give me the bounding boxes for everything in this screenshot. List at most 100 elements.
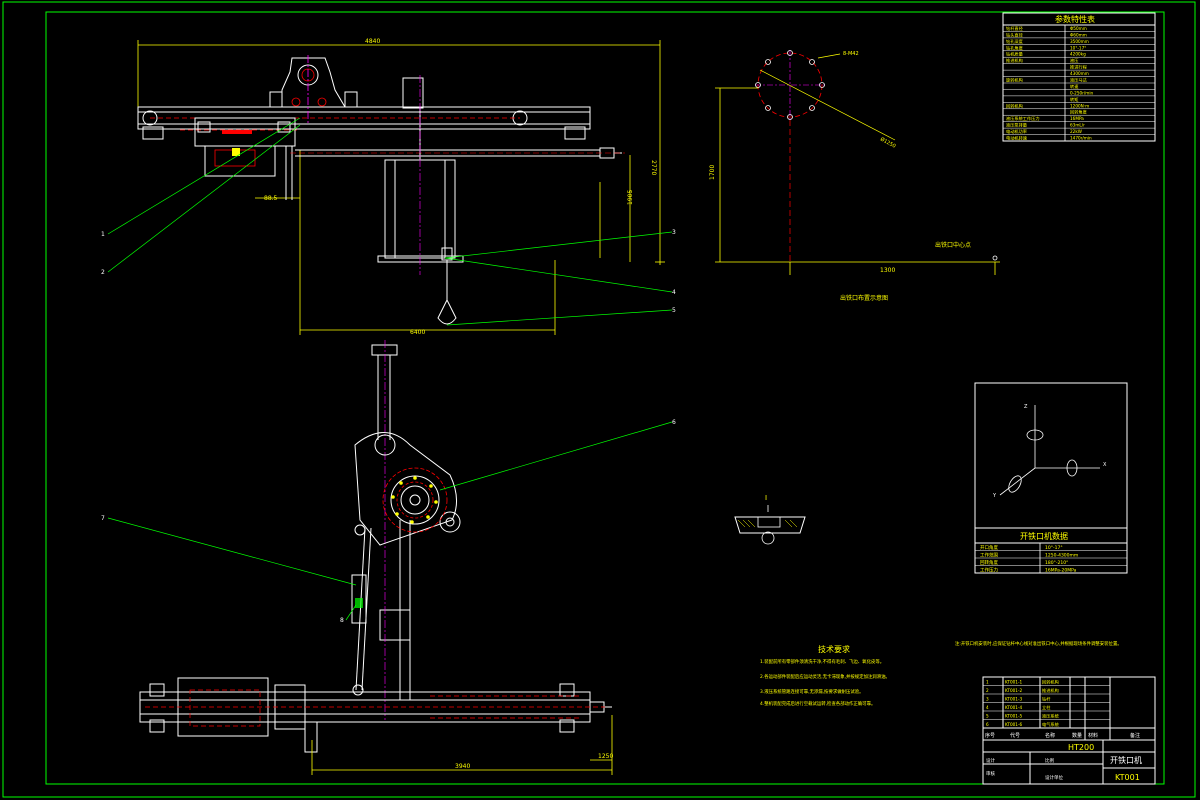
tb-header-qty: 数量 xyxy=(1072,732,1082,739)
tb-header-no: 序号 xyxy=(985,732,995,739)
tb-checker: 审核 xyxy=(986,770,995,777)
param-row-value: Φ50mm xyxy=(1070,26,1087,31)
balloon-5: 5 xyxy=(672,307,676,314)
param-table-title: 参数特性表 xyxy=(1055,14,1095,24)
front-view: 4840 2770 1905 88.5 6400 xyxy=(137,38,665,336)
coord-row-value: 1250-4300mm xyxy=(1045,553,1078,559)
tb-header-code: 代号 xyxy=(1010,732,1020,739)
tb-row-name: 液压系统 xyxy=(1042,713,1059,720)
param-row-key: 推进机构 xyxy=(1006,57,1023,64)
tb-row-name: 钻杆 xyxy=(1042,696,1051,703)
balloon-3: 3 xyxy=(672,229,676,236)
circle-diameter-label: Ø1250 xyxy=(879,136,897,150)
note-2: 2.各运动部件装配后应运动灵活,无卡滞现象,并按规定加注润滑油。 xyxy=(760,673,890,680)
base-frame xyxy=(139,677,612,753)
param-row-value: 推进行程 xyxy=(1070,64,1088,71)
coord-row-key: 工作范围 xyxy=(980,552,998,559)
axis-x-label: X xyxy=(1103,462,1107,468)
param-row-key: 电动机功率 xyxy=(1006,128,1027,135)
balloon-labels: 1 2 3 4 5 6 7 8 xyxy=(101,229,676,624)
param-row-key: 回转机构 xyxy=(1006,102,1023,109)
tb-row-code: KT001-2 xyxy=(1005,688,1022,693)
layout-caption: 出铁口布置示意图 xyxy=(840,294,888,302)
tb-row-no: 4 xyxy=(986,705,989,710)
tb-row-name: 电气系统 xyxy=(1042,721,1059,728)
dim-bottom-total: 3940 xyxy=(455,763,470,770)
taphole-layout-view: 8-M42 Ø1250 1700 1300 出铁口中心点 出铁口布置示意图 xyxy=(709,50,1000,302)
balloon-7: 7 xyxy=(101,515,105,522)
tb-row-code: KT001-1 xyxy=(1005,680,1022,685)
param-row-value: 0-250r/min xyxy=(1070,90,1094,95)
param-row-value: 转速 xyxy=(1070,83,1079,90)
technical-notes: 技术要求 1.装配前所有零部件须清洗干净,不得有毛刺、飞边、氧化皮等。 2.各运… xyxy=(760,640,1122,707)
param-row-key: 钻机质量 xyxy=(1006,51,1023,58)
param-row-value: Φ60mm xyxy=(1070,32,1087,37)
coord-row-value: 10°-17° xyxy=(1045,545,1063,551)
param-row-key: 液压泵排量 xyxy=(1006,122,1027,129)
tb-row-code: KT001-3 xyxy=(1005,697,1022,702)
front-view-dimensions xyxy=(137,40,665,335)
taphole-center-point xyxy=(992,255,998,261)
tb-header-remark: 备注 xyxy=(1130,732,1140,739)
hanger-bracket xyxy=(269,57,424,109)
pivot-red-detail xyxy=(382,467,448,533)
param-row-key: 旋转机构 xyxy=(1006,77,1023,84)
tb-row-name: 回转机构 xyxy=(1042,679,1059,686)
carriage xyxy=(194,117,296,200)
coord-row-key: 回转角度 xyxy=(980,559,998,566)
tb-row-no: 3 xyxy=(986,697,989,702)
bolt-circle xyxy=(755,50,896,141)
pivot-bolts xyxy=(391,476,438,524)
dim-right-2: 1905 xyxy=(627,190,634,205)
param-row-value: 3500mm xyxy=(1070,39,1089,44)
coord-row-value: 180°-210° xyxy=(1045,560,1068,566)
section-mark: I xyxy=(765,494,767,502)
axis-z-label: Z xyxy=(1024,404,1028,410)
base-hidden-lines xyxy=(145,689,605,727)
param-row-key: 钻孔深度 xyxy=(1006,38,1024,45)
coord-row-key: 工作压力 xyxy=(980,567,998,574)
base-dimensions xyxy=(311,715,613,775)
axis-y-label: Y xyxy=(992,493,997,499)
tb-scale: 比例 xyxy=(1045,757,1054,764)
param-row-value: 4200kg xyxy=(1070,52,1086,57)
leader-lines xyxy=(107,117,673,621)
coord-row-value: 16MPa-20MPa xyxy=(1045,568,1077,574)
param-row-value: 1470r/min xyxy=(1070,136,1092,141)
coord-row-key: 开口角度 xyxy=(980,544,998,551)
balloon-8: 8 xyxy=(340,617,344,624)
tb-row-code: KT001-4 xyxy=(1005,705,1022,710)
tb-row-code: KT001-6 xyxy=(1005,722,1022,727)
dim-top-total: 4840 xyxy=(365,38,380,45)
tb-school: 设计单位 xyxy=(1045,774,1063,781)
dim-left-small: 88.5 xyxy=(264,195,278,202)
coord-box-title: 开铁口机数据 xyxy=(1020,531,1068,541)
param-row-value: 63mL/r xyxy=(1070,123,1085,128)
tb-drawing-no: KT001 xyxy=(1115,773,1140,782)
plan-column xyxy=(371,344,411,700)
param-row-value: 1200N·m xyxy=(1070,103,1089,108)
param-row-value: 转矩 xyxy=(1070,96,1078,103)
param-row-value: 4300mm xyxy=(1070,71,1089,76)
pivot-plate xyxy=(354,432,461,546)
dim-diag-horiz: 1300 xyxy=(880,267,895,274)
dim-diag-vert: 1700 xyxy=(709,165,716,180)
param-row-key: 电动机转速 xyxy=(1006,135,1028,142)
note-1: 1.装配前所有零部件须清洗干净,不得有毛刺、飞边、氧化皮等。 xyxy=(760,658,884,665)
side-note: 注:开铁口机安装时,应保证钻杆中心线对准出铁口中心,并根据现场条件调整安装位置。 xyxy=(955,640,1122,647)
coord-box-rows: 开口角度 10°-17° 工作范围 1250-4300mm 回转角度 180°-210° 工… xyxy=(975,544,1127,574)
taphole-point-label: 出铁口中心点 xyxy=(935,241,971,249)
tb-row-name: 推进机构 xyxy=(1042,687,1059,694)
tb-header-name: 名称 xyxy=(1045,732,1055,739)
layout-dimensions xyxy=(715,87,1000,275)
cylinder-highlight xyxy=(355,598,363,608)
balloon-1: 1 xyxy=(101,231,105,238)
hook xyxy=(437,247,457,325)
tb-material: HT200 xyxy=(1068,743,1094,752)
bolt-spec-label: 8-M42 xyxy=(843,51,859,57)
main-beam xyxy=(137,106,591,140)
tb-drawing-name: 开铁口机 xyxy=(1110,755,1142,765)
